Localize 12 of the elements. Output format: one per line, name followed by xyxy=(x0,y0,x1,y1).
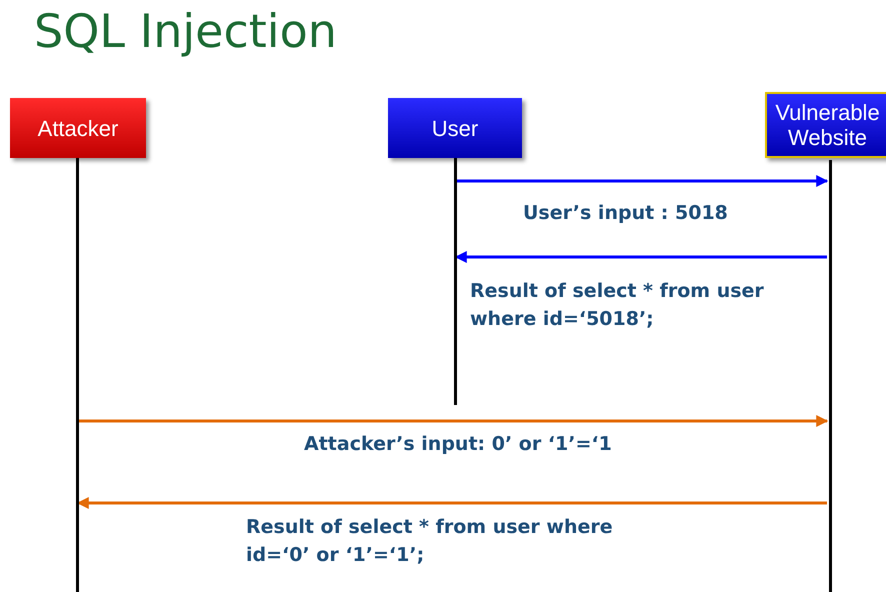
participant-name: Attacker xyxy=(38,116,118,140)
message-arrow xyxy=(76,497,827,509)
edge-label: Attacker’s input: 0’ or ‘1’=‘1 xyxy=(304,432,612,457)
title: SQL Injection xyxy=(34,4,337,58)
edge-label: Result of select * from user where id=‘5018’; xyxy=(470,279,765,332)
participant-name: User xyxy=(432,116,478,140)
message-arrow xyxy=(456,175,828,187)
message-arrow xyxy=(454,251,827,263)
edge-label: User’s input : 5018 xyxy=(523,201,728,226)
edge-label: Result of select * from user where id=‘0’ or ‘1’=‘1’; xyxy=(246,515,614,568)
message-arrow xyxy=(78,415,828,427)
participant-name: Vulnerable Website xyxy=(774,100,881,150)
